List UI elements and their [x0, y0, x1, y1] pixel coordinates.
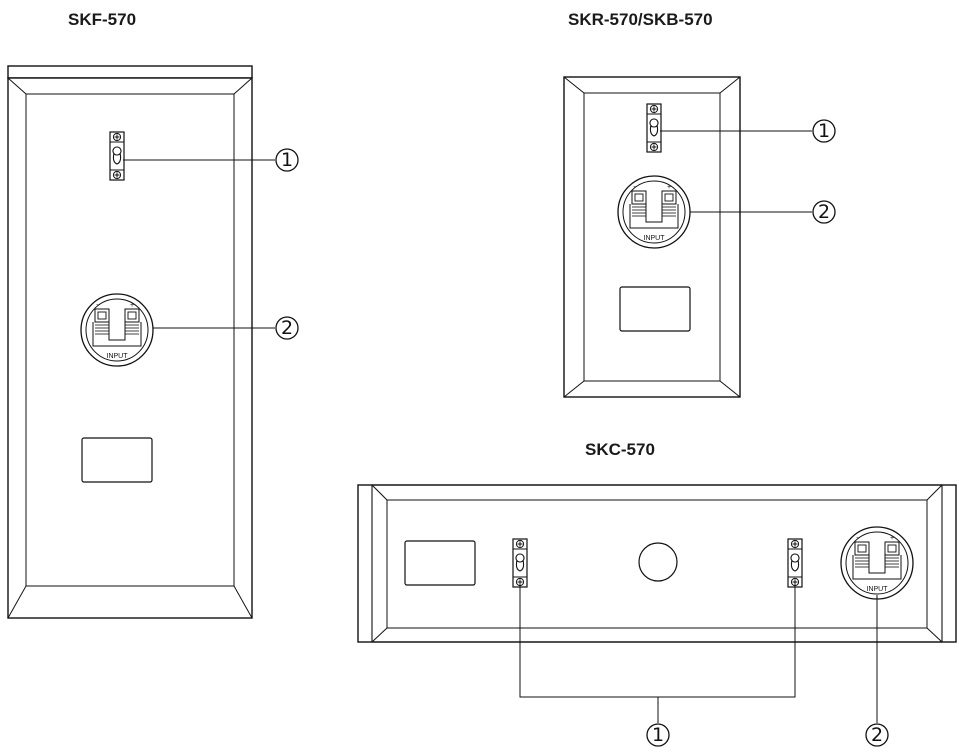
skf-terminal-minus: − — [96, 302, 100, 309]
skc-inner-bevel — [386, 499, 928, 629]
skf-terminal-plus: + — [130, 302, 134, 309]
skc-bass-port — [638, 542, 678, 582]
skc-terminal-plus: + — [890, 535, 894, 542]
skr-callout-1-number: 1 — [818, 120, 830, 142]
skc-wall-bracket-left — [513, 539, 527, 587]
terminal-labels: INPUT − + INPUT − + INPUT − + — [96, 184, 894, 593]
skc-terminal-minus: − — [856, 535, 860, 542]
skf-callout-1-number: 1 — [281, 149, 293, 171]
skr-terminal-input-label: INPUT — [644, 235, 666, 242]
skf-wall-bracket — [110, 132, 124, 180]
skr-terminal-minus: − — [633, 184, 637, 191]
skc-570-panel — [357, 484, 957, 643]
title-skr-570-skb-570: SKR-570/SKB-570 — [568, 10, 713, 29]
skf-570-panel — [7, 65, 253, 619]
skc-callout-1-circle — [646, 723, 670, 747]
skc-terminal-input-label: INPUT — [867, 586, 889, 593]
skr-callout-1-circle — [812, 119, 836, 143]
skc-label-plate — [404, 540, 476, 586]
skc-callout-1-number: 1 — [652, 724, 664, 746]
skr-callout-2-circle — [812, 200, 836, 224]
skr-terminal-plus: + — [667, 184, 671, 191]
title-skf-570: SKF-570 — [68, 10, 137, 29]
skr-570-panel — [563, 76, 741, 398]
skr-inner-bevel — [583, 92, 721, 382]
skc-wall-bracket-right — [788, 539, 802, 587]
skf-callout-1-circle — [275, 148, 299, 172]
skr-label-plate — [619, 286, 691, 332]
skf-callout-2-circle — [275, 316, 299, 340]
skr-callout-2-number: 2 — [818, 201, 830, 223]
skf-callout-2-number: 2 — [281, 317, 293, 339]
skr-wall-bracket — [647, 104, 661, 152]
skc-callout-2-circle — [865, 723, 889, 747]
skf-terminal-input-label: INPUT — [107, 353, 129, 360]
skc-callout-2-number: 2 — [871, 724, 883, 746]
skf-top-cap — [7, 65, 253, 79]
skc-side-caps — [371, 484, 943, 643]
title-skc-570: SKC-570 — [585, 440, 655, 459]
skf-label-plate — [81, 437, 153, 483]
